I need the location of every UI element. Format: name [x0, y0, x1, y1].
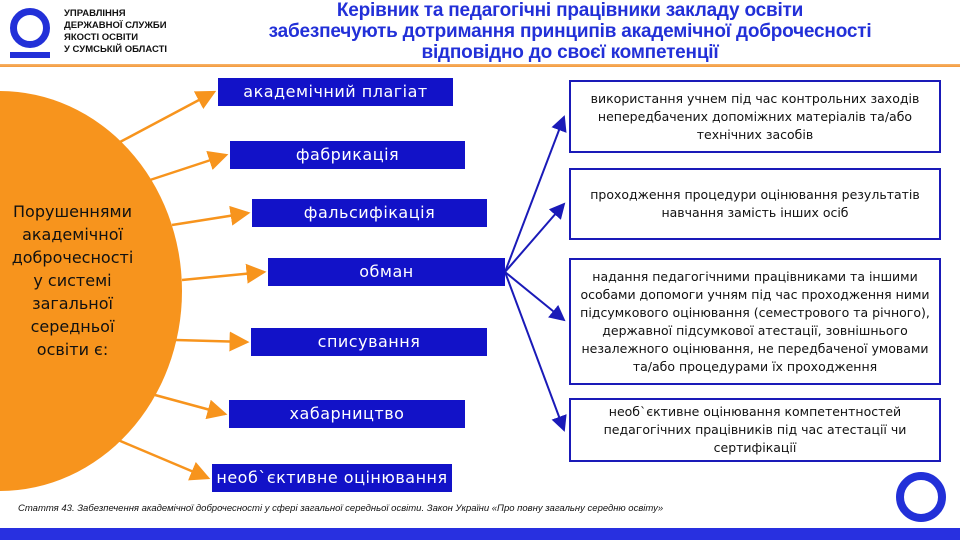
violations-circle — [0, 91, 182, 491]
title-line: забезпечують дотримання принципів академ… — [268, 21, 872, 42]
circle-line: академічної — [22, 225, 123, 244]
org-line: ЯКОСТІ ОСВІТИ — [64, 32, 139, 43]
arrow-deception — [181, 263, 267, 284]
bottom-bar — [0, 528, 960, 540]
example-box: проходження процедури оцінювання результ… — [569, 168, 941, 240]
arrow-example-2 — [504, 202, 566, 273]
org-name: УПРАВЛІННЯ ДЕРЖАВНОЇ СЛУЖБИ ЯКОСТІ ОСВІТ… — [64, 8, 167, 56]
example-box: необ`єктивне оцінювання компетентностей … — [569, 398, 941, 462]
org-line: УПРАВЛІННЯ — [64, 8, 126, 19]
violation-bribery: хабарництво — [229, 400, 465, 428]
arrow-plagiarism — [119, 90, 217, 144]
example-box: надання педагогічними працівниками та ін… — [569, 258, 941, 385]
circle-line: освіти є: — [36, 340, 109, 359]
circle-line: Порушеннями — [13, 202, 132, 221]
logo-ring-icon — [896, 472, 946, 522]
arrow-falsification — [171, 205, 251, 227]
violation-falsification: фальсифікація — [252, 199, 487, 227]
org-line: ДЕРЖАВНОЇ СЛУЖБИ — [64, 20, 167, 31]
arrow-cheating — [175, 331, 250, 352]
violation-plagiarism: академічний плагіат — [218, 78, 453, 106]
title-line: Керівник та педагогічні працівники закла… — [336, 0, 804, 21]
circle-line: загальної — [32, 294, 113, 313]
title-divider — [0, 64, 960, 67]
circle-line: доброчесності — [11, 248, 134, 267]
arrow-biased — [117, 438, 211, 481]
logo-bar-icon — [10, 52, 50, 58]
arrow-bribery — [154, 393, 228, 420]
circle-line: середньої — [30, 317, 115, 336]
org-line: У СУМСЬКІЙ ОБЛАСТІ — [64, 44, 168, 55]
circle-label: Порушеннями академічної доброчесності у … — [0, 200, 145, 361]
logo-ring-icon — [10, 8, 50, 48]
arrow-fabrication — [149, 150, 229, 182]
arrow-example-1 — [504, 115, 567, 273]
example-box: використання учнем під час контрольних з… — [569, 80, 941, 153]
violation-cheating: списування — [251, 328, 487, 356]
title-line: відповідно до своєї компетенції — [421, 42, 719, 63]
violation-fabrication: фабрикація — [230, 141, 465, 169]
arrow-example-3 — [504, 271, 566, 322]
page-title: Керівник та педагогічні працівники закла… — [185, 0, 955, 63]
footer-citation: Стаття 43. Забезпечення академічної добр… — [18, 503, 664, 514]
violation-deception: обман — [268, 258, 505, 286]
circle-line: у системі — [33, 271, 112, 290]
arrow-example-4 — [504, 271, 567, 432]
violation-biased-assessment: необ`єктивне оцінювання — [212, 464, 452, 492]
